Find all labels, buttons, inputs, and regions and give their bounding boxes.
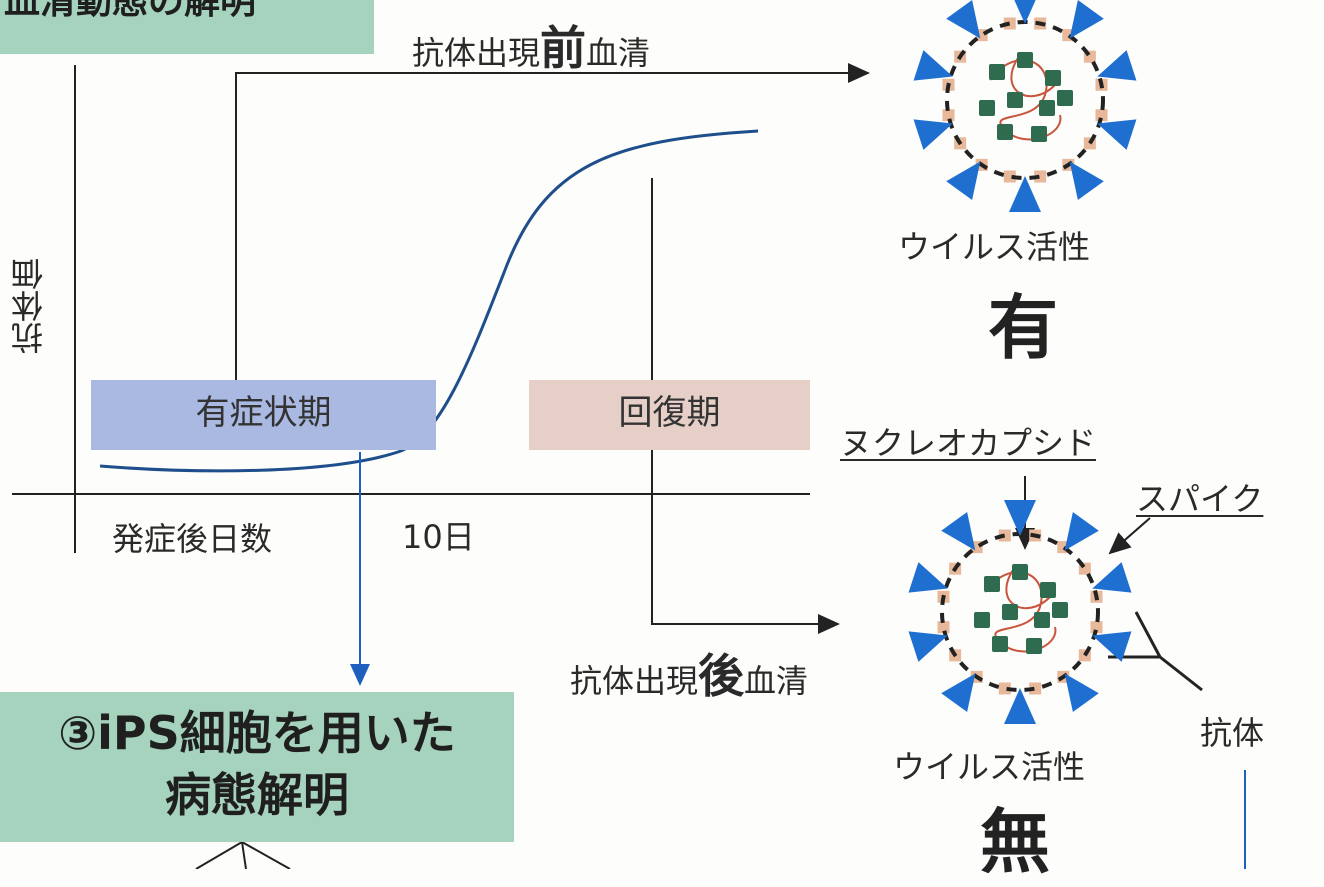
virus-activity-value-top: 有: [988, 287, 1058, 369]
virus-membrane: [940, 532, 1100, 692]
after-serum-suffix: 血清: [744, 662, 809, 700]
spike-pointer: [1108, 517, 1151, 555]
spike-protein: [941, 511, 976, 551]
nucleocapsid-protein: [1026, 638, 1042, 654]
membrane-protein: [937, 621, 950, 634]
nucleocapsid-protein: [1007, 92, 1023, 108]
virus-membrane: [945, 20, 1105, 180]
spike-protein: [1069, 0, 1104, 39]
spike-protein: [913, 50, 953, 81]
diagram-lines: [12, 0, 1246, 869]
title-serum-dynamics-text: 血清動態の解明: [4, 0, 257, 22]
antibody-label: 抗体: [1200, 714, 1265, 752]
spike-protein: [946, 0, 981, 39]
nucleocapsid-protein: [1034, 612, 1050, 628]
title-ips-line2: 病態解明: [165, 768, 349, 822]
title-ips-pathology: ③iPS細胞を用いた 病態解明: [0, 692, 514, 842]
before-serum-label: 抗体出現前血清: [412, 12, 650, 78]
spike-protein: [1097, 50, 1137, 81]
day-10-label: 10日: [402, 518, 475, 556]
membrane-protein: [1034, 170, 1047, 183]
spike-protein: [1004, 688, 1036, 724]
title-ips-line1: ③iPS細胞を用いた: [58, 706, 456, 760]
before-serum-suffix: 血清: [586, 34, 651, 72]
nucleocapsid-protein: [1039, 100, 1055, 116]
nucleocapsid-protein: [989, 64, 1005, 80]
virus-activity-value-bottom: 無: [980, 801, 1050, 883]
after-serum-arrow: [651, 178, 840, 634]
after-serum-prefix: 抗体出現: [570, 662, 699, 700]
membrane-protein: [1029, 682, 1042, 695]
nucleocapsid-protein: [997, 124, 1013, 140]
nucleocapsid-protein: [1002, 604, 1018, 620]
x-axis-label: 発症後日数: [112, 520, 273, 558]
virus-particle-bottom: [908, 500, 1132, 724]
title-serum-dynamics: 血清動態の解明: [0, 0, 374, 54]
spike-protein: [1064, 673, 1099, 713]
spike-protein: [1092, 562, 1132, 593]
nucleocapsid-protein: [1031, 126, 1047, 142]
nucleocapsid-protein: [1012, 564, 1028, 580]
nucleocapsid-protein: [974, 612, 990, 628]
spike-protein: [946, 161, 981, 201]
nucleocapsid-protein: [1045, 70, 1061, 86]
antibody-titer-curve: [99, 129, 759, 473]
spike-protein: [941, 673, 976, 713]
membrane-protein: [1003, 170, 1016, 183]
nucleocapsid-label: ヌクレオカプシド: [840, 424, 1097, 462]
spike-protein: [908, 562, 948, 593]
spike-protein: [1069, 161, 1104, 201]
phase-recovery: 回復期: [529, 380, 810, 450]
virus-particle-top: [913, 0, 1137, 212]
before-serum-emphasis: 前: [540, 21, 587, 75]
virus-activity-label-top: ウイルス活性: [898, 228, 1091, 266]
spike-protein: [908, 631, 948, 662]
y-axis-label: 抗体価: [10, 258, 48, 354]
virus-activity-label-bottom: ウイルス活性: [893, 748, 1086, 786]
nucleocapsid-protein: [1017, 52, 1033, 68]
before-serum-prefix: 抗体出現: [412, 34, 541, 72]
membrane-protein: [942, 109, 955, 122]
after-serum-emphasis: 後: [698, 649, 745, 703]
nucleocapsid-protein: [984, 576, 1000, 592]
phase-symptomatic: 有症状期: [91, 380, 436, 450]
after-serum-label: 抗体出現後血清: [570, 640, 808, 706]
membrane-protein: [1095, 109, 1108, 122]
spike-protein: [1097, 119, 1137, 150]
nucleocapsid-protein: [979, 100, 995, 116]
membrane-protein: [1090, 621, 1103, 634]
membrane-protein: [998, 682, 1011, 695]
nucleocapsid-protein: [1057, 90, 1073, 106]
before-serum-arrow: [235, 63, 870, 380]
spike-protein: [1004, 500, 1036, 536]
spike-protein: [913, 119, 953, 150]
spike-label: スパイク: [1136, 480, 1264, 518]
spike-protein: [1009, 176, 1041, 212]
spike-protein: [1064, 511, 1099, 551]
nucleocapsid-protein: [992, 636, 1008, 652]
nucleocapsid-protein: [1040, 582, 1056, 598]
cell-outline-stroke: [241, 841, 247, 869]
nucleocapsid-protein: [1052, 602, 1068, 618]
spike-protein: [1014, 0, 1036, 24]
spike-protein: [1092, 631, 1132, 662]
